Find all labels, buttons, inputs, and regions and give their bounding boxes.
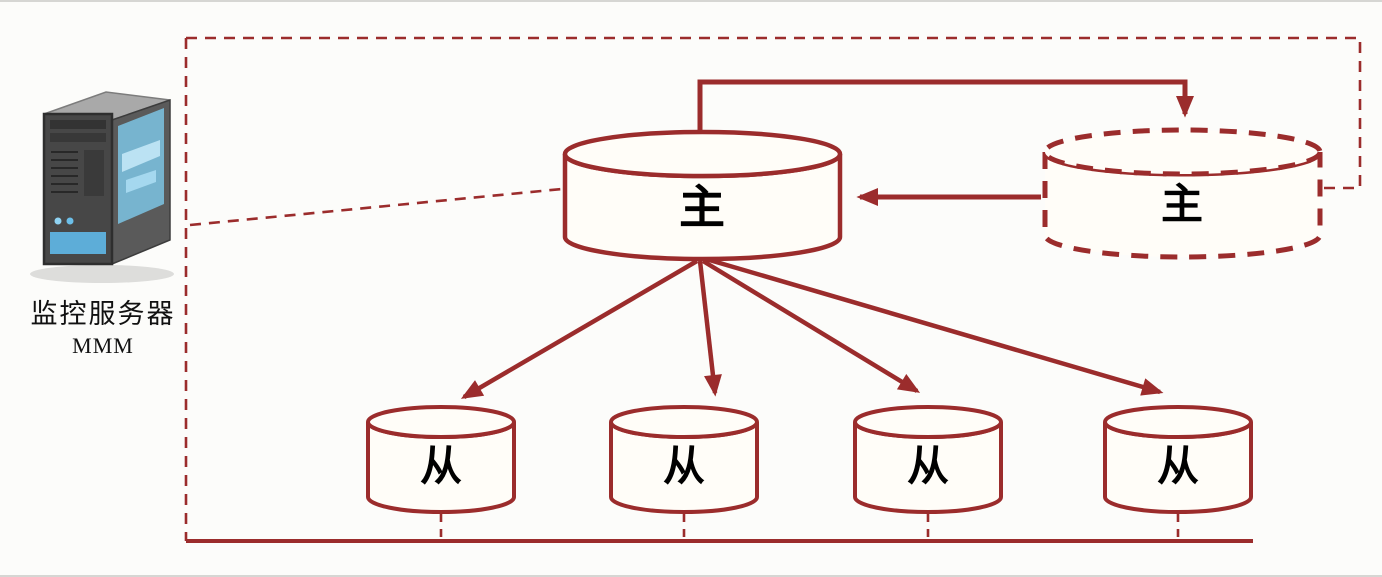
monitor-boundary-dashed <box>184 36 1362 541</box>
replication-arrows <box>460 79 1194 399</box>
master-standby-node <box>1042 127 1323 260</box>
monitor-server-caption: 监控服务器 MMM <box>31 292 176 359</box>
arrow-master-to-slave-4 <box>705 256 1164 396</box>
slave-monitor-connectors <box>439 514 1180 541</box>
slave-node-4 <box>1103 405 1253 514</box>
arrow-master-to-standby <box>697 79 1194 135</box>
arrow-master-to-slave-3 <box>701 259 921 393</box>
monitor-link-to-master <box>189 187 563 227</box>
monitor-server-icon <box>30 91 174 283</box>
slave-node-3 <box>853 405 1003 514</box>
arrow-master-to-slave-2 <box>697 260 722 397</box>
master-standby-label: 主 <box>1160 180 1204 228</box>
monitor-server-sublabel: MMM <box>72 333 134 358</box>
slave-node-2 <box>609 405 759 514</box>
slave-label-2: 从 <box>662 442 706 490</box>
slave-label-1: 从 <box>419 442 463 490</box>
master-primary-node <box>562 129 843 262</box>
slave-label-3: 从 <box>906 442 950 490</box>
monitor-server-label: 监控服务器 <box>30 299 176 329</box>
slave-node-1 <box>366 405 516 514</box>
master-primary-label: 主 <box>679 181 725 233</box>
slave-label-4: 从 <box>1156 442 1200 490</box>
arrow-master-to-slave-1 <box>460 259 699 399</box>
